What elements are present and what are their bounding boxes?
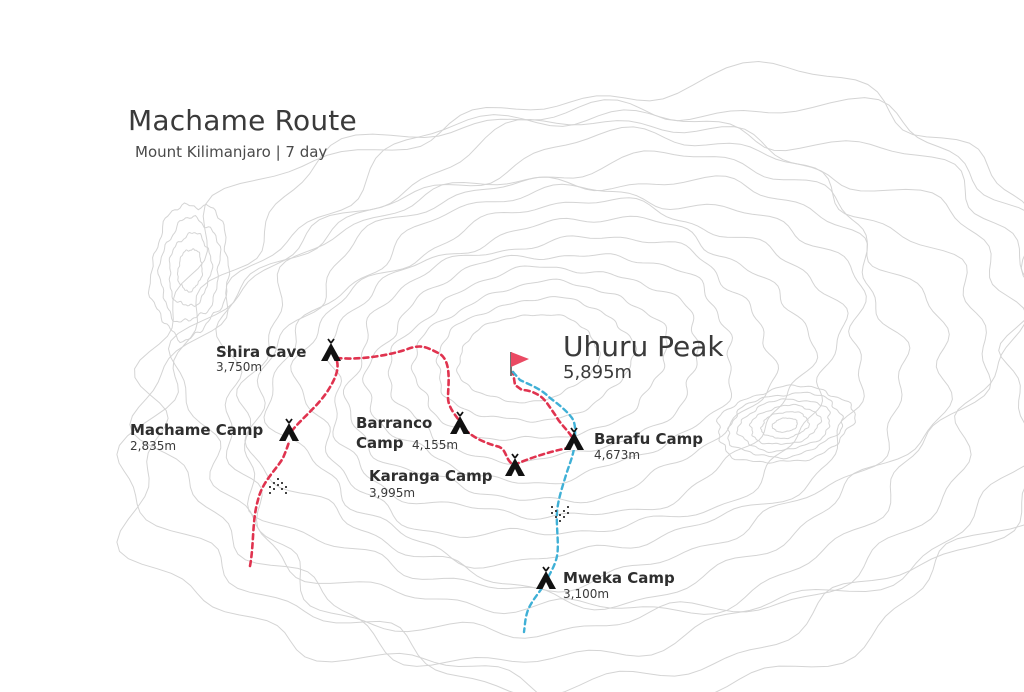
- contour-line: [343, 235, 780, 504]
- contour-line: [116, 60, 1024, 692]
- flag-icon: [510, 352, 529, 376]
- contour-line: [167, 118, 1024, 639]
- camp-elevation-machame-camp: 2,835m: [130, 439, 177, 453]
- ascent-route: [248, 345, 576, 568]
- camp-elevation-barafu-camp: 4,673m: [594, 448, 641, 462]
- contour-line: [759, 411, 811, 440]
- contour-line: [244, 175, 911, 593]
- camp-elevation-shira-cave: 3,750m: [216, 360, 263, 374]
- contour-line: [748, 403, 823, 445]
- camp-elevation-karanga-camp: 3,995m: [369, 486, 416, 500]
- map-subtitle: Mount Kilimanjaro | 7 day: [135, 143, 328, 161]
- tent-icon-barranco-camp: [450, 411, 470, 434]
- contour-line: [147, 202, 231, 344]
- camp-name-machame-camp: Machame Camp: [130, 421, 264, 439]
- contour-line: [410, 278, 668, 441]
- contour-line: [215, 126, 992, 615]
- contour-lines: [116, 60, 1024, 692]
- camp-name-shira-cave: Shira Cave: [216, 343, 307, 361]
- camp-name-mweka-camp: Mweka Camp: [563, 569, 675, 587]
- contour-line: [362, 253, 734, 485]
- camp-elevation-barranco-camp: 4,155m: [412, 438, 459, 452]
- camp-name-barafu-camp: Barafu Camp: [594, 430, 703, 448]
- tent-icon-shira-cave: [321, 338, 341, 361]
- map-title: Machame Route: [128, 104, 357, 137]
- descent-route: [511, 370, 577, 634]
- contour-line: [157, 215, 222, 323]
- direction-arrow-ascent: [269, 478, 287, 494]
- summit-elevation: 5,895m: [563, 362, 633, 383]
- camp-elevation-mweka-camp: 3,100m: [563, 587, 610, 601]
- contour-line: [176, 248, 204, 293]
- contour-line: [116, 97, 1024, 692]
- summit-name: Uhuru Peak: [563, 330, 724, 363]
- contour-line: [325, 215, 819, 521]
- camp-name-barranco-camp: Barranco: [356, 414, 433, 432]
- camp-markers: [279, 338, 584, 589]
- tent-icon-mweka-camp: [536, 566, 556, 589]
- contour-line: [263, 183, 867, 569]
- contour-line: [290, 197, 849, 539]
- tent-icon-karanga-camp: [505, 453, 525, 476]
- tent-icon-machame-camp: [279, 418, 299, 441]
- contour-line: [771, 417, 798, 433]
- direction-arrow-descent: [551, 506, 569, 522]
- contour-line: [715, 384, 856, 464]
- camp-name-karanga-camp: Karanga Camp: [369, 467, 493, 485]
- contour-line: [168, 231, 214, 307]
- camp-name-barranco-camp-line2: Camp: [356, 434, 404, 452]
- contour-line: [435, 296, 638, 423]
- contour-line: [387, 265, 700, 465]
- tent-icon-barafu-camp: [564, 427, 584, 450]
- contour-line: [736, 398, 831, 454]
- contour-line: [236, 150, 953, 611]
- contour-line: [456, 314, 601, 404]
- contour-line: [129, 109, 1024, 667]
- contour-line: [727, 391, 844, 460]
